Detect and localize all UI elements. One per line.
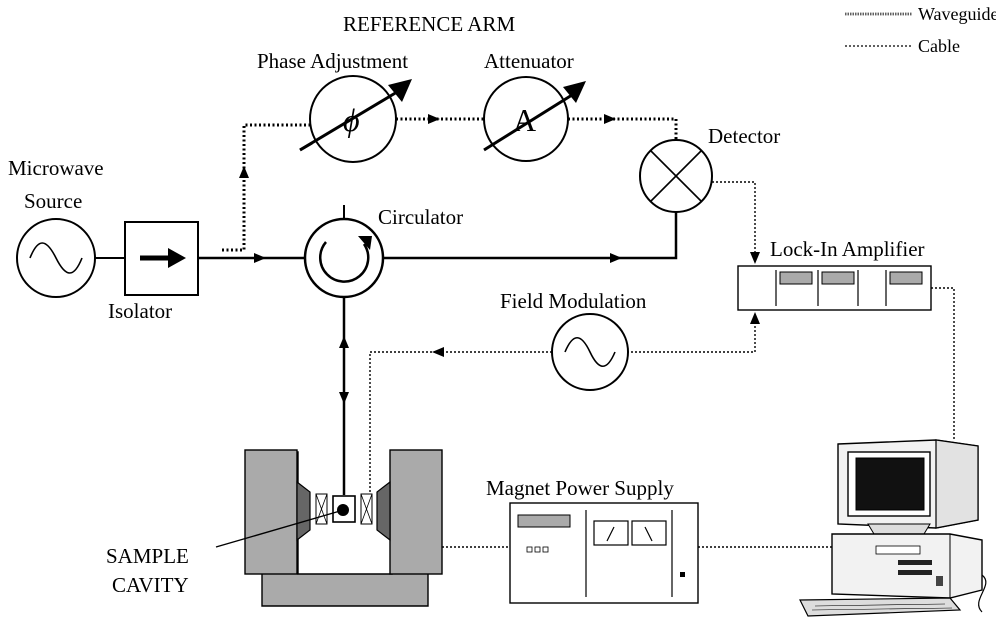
detector [639,139,713,213]
arrow-right-icon [168,248,186,268]
magnet-power-supply [509,502,699,604]
field-modulation-source [551,313,629,391]
lock-in-amplifier-label: Lock-In Amplifier [770,237,925,261]
cable-lock-in-to-field-modulation [628,322,756,353]
legend: Waveguides Cable [845,4,996,56]
isolator [124,221,199,296]
isolator-label: Isolator [108,299,172,323]
cable-lock-in-to-computer [931,287,955,440]
sine-wave-icon [29,242,83,274]
magnet-power-supply-label: Magnet Power Supply [486,476,674,500]
electromagnet [215,449,443,607]
microwave-source [16,218,96,298]
reference-arm-cable [222,123,310,252]
reference-arm-attenuator-to-detector [568,117,678,140]
circular-arrow-icon [319,241,370,283]
attenuator-label: Attenuator [484,49,574,73]
meter-gauge [631,520,667,546]
adjust-arrow-icon [388,79,412,102]
phase-shifter: ϕ [299,75,412,163]
sample-pointer-line [215,510,341,548]
adjust-arrow-icon [563,81,586,103]
attenuator-symbol: A [513,102,536,138]
detector-label: Detector [708,124,780,148]
field-modulation-label: Field Modulation [500,289,647,313]
sample [337,504,349,516]
circulator [303,205,385,299]
sample-cavity-label-2: CAVITY [112,573,189,597]
sine-wave-icon [564,336,616,368]
computer-icon [799,439,987,617]
waveguide-circulator-to-detector [383,210,678,260]
legend-waveguides-text: Waveguides [918,4,996,24]
microwave-source-label-2: Source [24,189,82,213]
sample-cavity-label-1: SAMPLE [106,544,189,568]
legend-cable-text: Cable [918,36,960,56]
cable-detector-to-lock-in [712,181,756,254]
cable-field-modulation-to-cavity [369,351,552,493]
reference-arm-title: REFERENCE ARM [343,12,515,36]
phase-symbol: ϕ [343,102,360,138]
circulator-label: Circulator [378,205,463,229]
microwave-source-label-1: Microwave [8,156,104,180]
phase-adjustment-label: Phase Adjustment [257,49,408,73]
lock-in-amplifier [737,265,932,311]
attenuator: A [483,76,586,162]
